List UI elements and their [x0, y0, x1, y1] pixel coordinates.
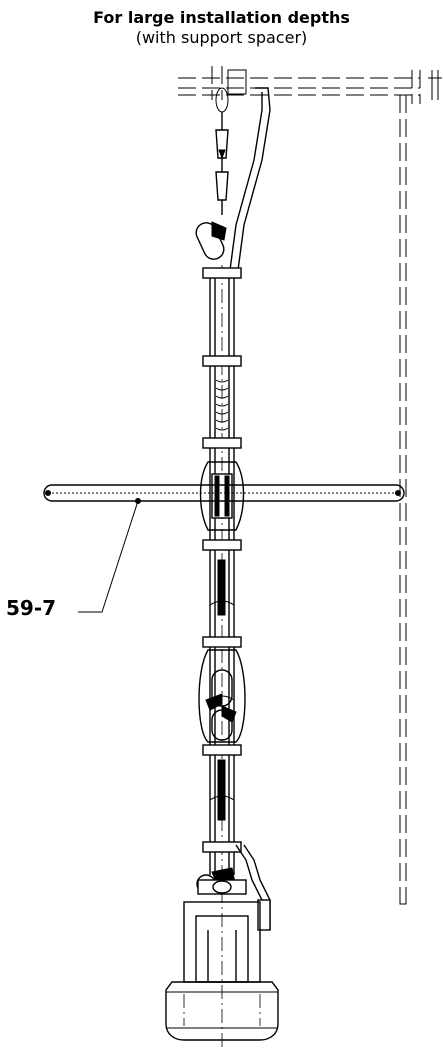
upper-chain-link: [195, 221, 227, 260]
chain-column: [209, 265, 235, 1050]
drawing-title: For large installation depths: [93, 8, 350, 27]
part-callout-label: 59-7: [6, 596, 57, 620]
pump-body: [165, 901, 279, 1041]
callout-leader-line: [78, 500, 139, 613]
lower-chain-links: [198, 649, 246, 743]
top-turnbuckle: [215, 87, 229, 215]
clamp-bands: [202, 267, 242, 853]
top-guide-rail: [178, 66, 442, 104]
right-guide-pipe: [399, 95, 407, 905]
upper-bracket: [229, 87, 271, 271]
drawing-subtitle: (with support spacer): [135, 28, 308, 47]
spacer-coupling: [199, 461, 245, 531]
bottom-shackle: [196, 844, 271, 931]
